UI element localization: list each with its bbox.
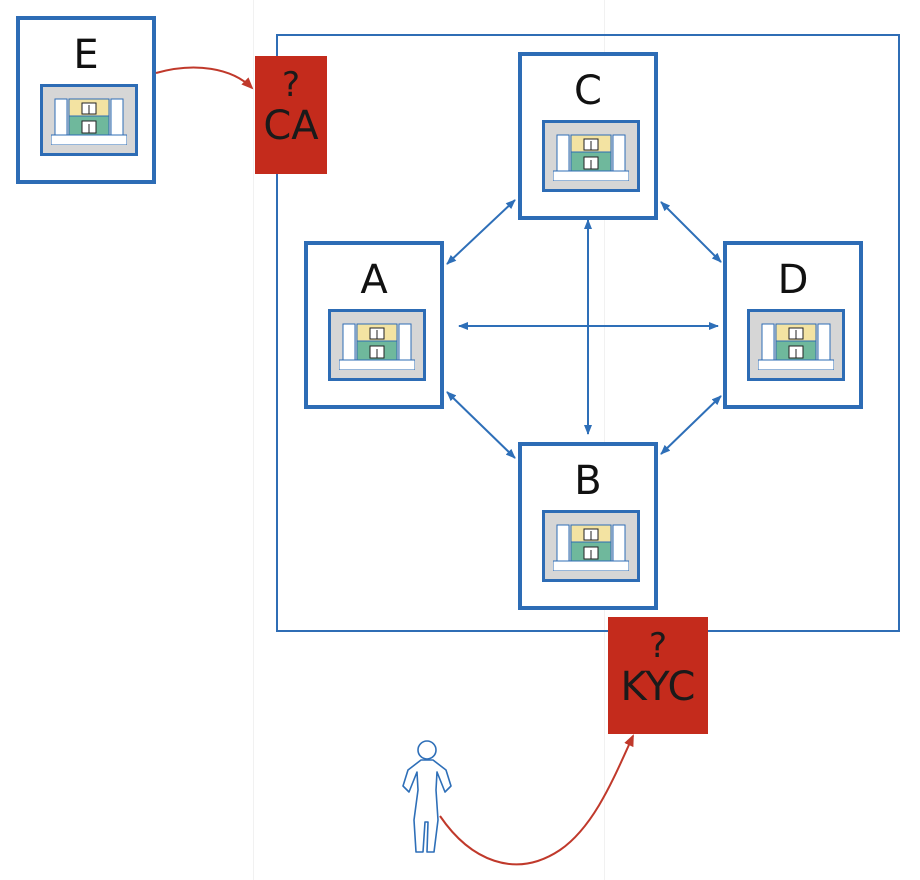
node-e[interactable]: E	[16, 16, 156, 184]
kyc-badge-question: ?	[648, 626, 668, 666]
kyc-badge-text: KYC	[620, 664, 696, 710]
ca-badge-text: CA	[263, 103, 319, 149]
node-label: B	[574, 458, 602, 504]
bank-building-icon	[553, 524, 629, 571]
link-e-ca	[155, 66, 254, 90]
ca-badge[interactable]: ? CA	[255, 56, 327, 174]
bank-frame	[747, 309, 845, 381]
node-d[interactable]: D	[723, 241, 863, 409]
node-label: C	[574, 68, 602, 114]
guide-line-right	[604, 0, 605, 880]
bank-building-icon	[553, 134, 629, 181]
bank-building-icon	[339, 323, 415, 370]
guide-line-left	[253, 0, 254, 880]
link-a-b	[446, 391, 516, 459]
node-c[interactable]: C	[518, 52, 658, 220]
node-a[interactable]: A	[304, 241, 444, 409]
kyc-badge[interactable]: ? KYC	[608, 617, 708, 734]
bank-building-icon	[51, 98, 127, 145]
link-person-kyc	[439, 734, 634, 866]
node-label: A	[360, 257, 388, 303]
network-boundary	[276, 34, 900, 632]
node-b[interactable]: B	[518, 442, 658, 610]
bank-building-icon	[758, 323, 834, 370]
person-icon	[402, 740, 452, 853]
bank-frame	[542, 120, 640, 192]
node-label: D	[777, 257, 809, 303]
bank-frame	[40, 84, 138, 156]
link-a-c	[446, 199, 516, 265]
bank-frame	[542, 510, 640, 582]
link-d-b	[660, 395, 722, 455]
bank-frame	[328, 309, 426, 381]
ca-badge-question: ?	[281, 65, 301, 105]
link-c-d	[660, 201, 722, 263]
node-label: E	[73, 32, 99, 78]
